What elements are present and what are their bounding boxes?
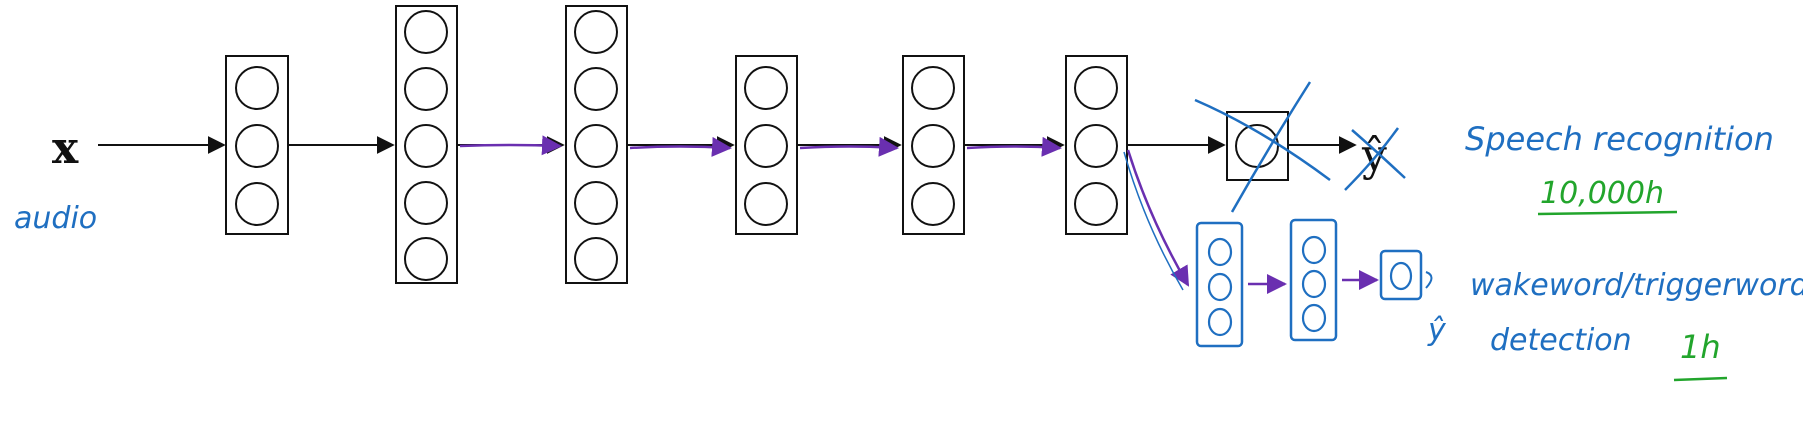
neuron xyxy=(1074,66,1118,110)
neuron xyxy=(744,124,788,168)
new-output-arrow xyxy=(1425,271,1433,289)
input-x-label: x xyxy=(52,123,79,174)
task-a-label: Speech recognition xyxy=(1465,120,1774,158)
task-a-data-underline xyxy=(1537,210,1678,216)
neuron xyxy=(744,66,788,110)
input-audio-note: audio xyxy=(14,201,97,236)
neuron xyxy=(404,10,448,54)
neuron xyxy=(1074,124,1118,168)
neuron xyxy=(235,182,279,226)
neuron xyxy=(235,66,279,110)
new-neuron xyxy=(1207,307,1233,337)
neuron xyxy=(235,124,279,168)
new-neuron xyxy=(1301,269,1327,299)
new-yhat-label: ŷ xyxy=(1427,313,1447,348)
layer-box xyxy=(1065,55,1128,235)
new-neuron xyxy=(1301,235,1327,265)
neuron xyxy=(574,181,618,225)
neuron xyxy=(574,124,618,168)
new-layer-box xyxy=(1289,218,1338,342)
neuron xyxy=(1074,182,1118,226)
new-output-layer xyxy=(1379,249,1423,301)
layer-box xyxy=(902,55,965,235)
layer-box xyxy=(565,5,628,284)
purple-arrow-layer5-to-layer6 xyxy=(966,136,1062,157)
cross-out-stroke xyxy=(1230,81,1312,213)
new-output-neuron xyxy=(1389,261,1413,291)
layer-box xyxy=(225,55,289,235)
purple-arrow-layer2-to-layer3 xyxy=(459,135,562,156)
neuron xyxy=(404,124,448,168)
layer-5 xyxy=(902,55,965,235)
task-b-data: 1h xyxy=(1680,328,1721,366)
new-branch-arrow-blue xyxy=(1123,151,1184,291)
yhat-cross-out-stroke xyxy=(1344,127,1400,191)
neuron xyxy=(911,124,955,168)
task-b-line1: wakeword/triggerword xyxy=(1470,268,1803,303)
neuron xyxy=(574,10,618,54)
output-layer-crossed-out xyxy=(1194,81,1331,213)
output-box xyxy=(1226,111,1289,181)
layer-4 xyxy=(735,55,798,235)
layer-1 xyxy=(225,55,289,235)
task-b-data-underline xyxy=(1673,376,1728,382)
output-yhat-label: ŷ xyxy=(1361,130,1387,181)
yhat-cross-out-stroke xyxy=(1351,129,1406,179)
new-layer-box xyxy=(1195,221,1244,348)
layer-box xyxy=(395,5,458,284)
cross-out-stroke xyxy=(1194,98,1331,182)
new-layer-a xyxy=(1195,221,1244,348)
new-output-box xyxy=(1379,249,1423,301)
neuron xyxy=(404,67,448,111)
neuron xyxy=(744,182,788,226)
purple-arrow-layer3-to-layer4 xyxy=(629,136,732,157)
neuron xyxy=(574,237,618,281)
new-layer-b xyxy=(1289,218,1338,342)
new-branch-arrow xyxy=(1126,149,1190,287)
neuron xyxy=(574,67,618,111)
task-a-data: 10,000h xyxy=(1540,176,1664,211)
new-neuron xyxy=(1301,303,1327,333)
new-neuron xyxy=(1207,237,1233,267)
layer-box xyxy=(735,55,798,235)
layer-6 xyxy=(1065,55,1128,235)
neuron xyxy=(404,237,448,281)
task-b-line2: detection xyxy=(1490,323,1632,358)
layer-2 xyxy=(395,5,458,284)
neuron xyxy=(911,66,955,110)
layer-3 xyxy=(565,5,628,284)
purple-arrow-layer4-to-layer5 xyxy=(799,136,899,157)
neuron xyxy=(404,181,448,225)
neuron xyxy=(911,182,955,226)
new-neuron xyxy=(1207,272,1233,302)
